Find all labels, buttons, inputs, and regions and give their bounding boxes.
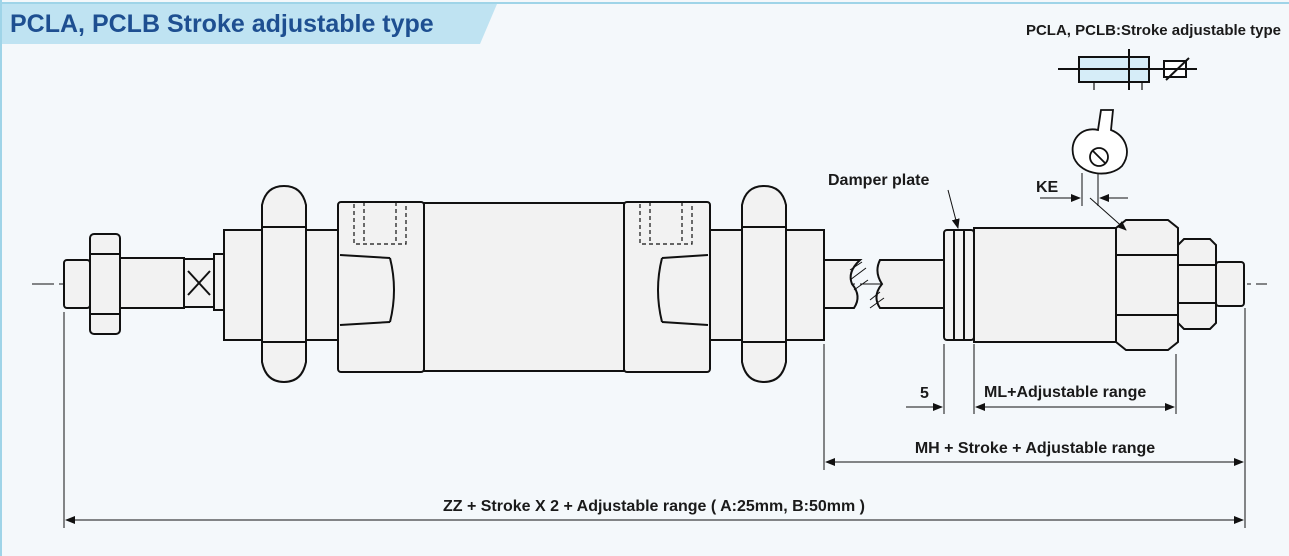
- hidden-ports: [353, 201, 693, 245]
- five-label: 5: [920, 385, 929, 402]
- cylinder-body: [63, 184, 1245, 384]
- break-hatch: [849, 261, 885, 309]
- mh-label: MH + Stroke + Adjustable range: [915, 440, 1155, 457]
- title-tab: [2, 4, 497, 44]
- ke-label: KE: [1036, 179, 1059, 196]
- dimension-lines: [63, 173, 1246, 528]
- page-title: PCLA, PCLB Stroke adjustable type: [10, 10, 434, 38]
- zz-label: ZZ + Stroke X 2 + Adjustable range ( A:2…: [443, 498, 865, 515]
- ml-label: ML+Adjustable range: [984, 384, 1146, 401]
- pneumatic-symbol: [1058, 49, 1197, 90]
- wrench-icon: [1071, 109, 1128, 175]
- symbol-caption: PCLA, PCLB:Stroke adjustable type: [1025, 22, 1281, 39]
- damper-plate-label: Damper plate: [828, 172, 929, 189]
- top-border-line: [2, 2, 1289, 4]
